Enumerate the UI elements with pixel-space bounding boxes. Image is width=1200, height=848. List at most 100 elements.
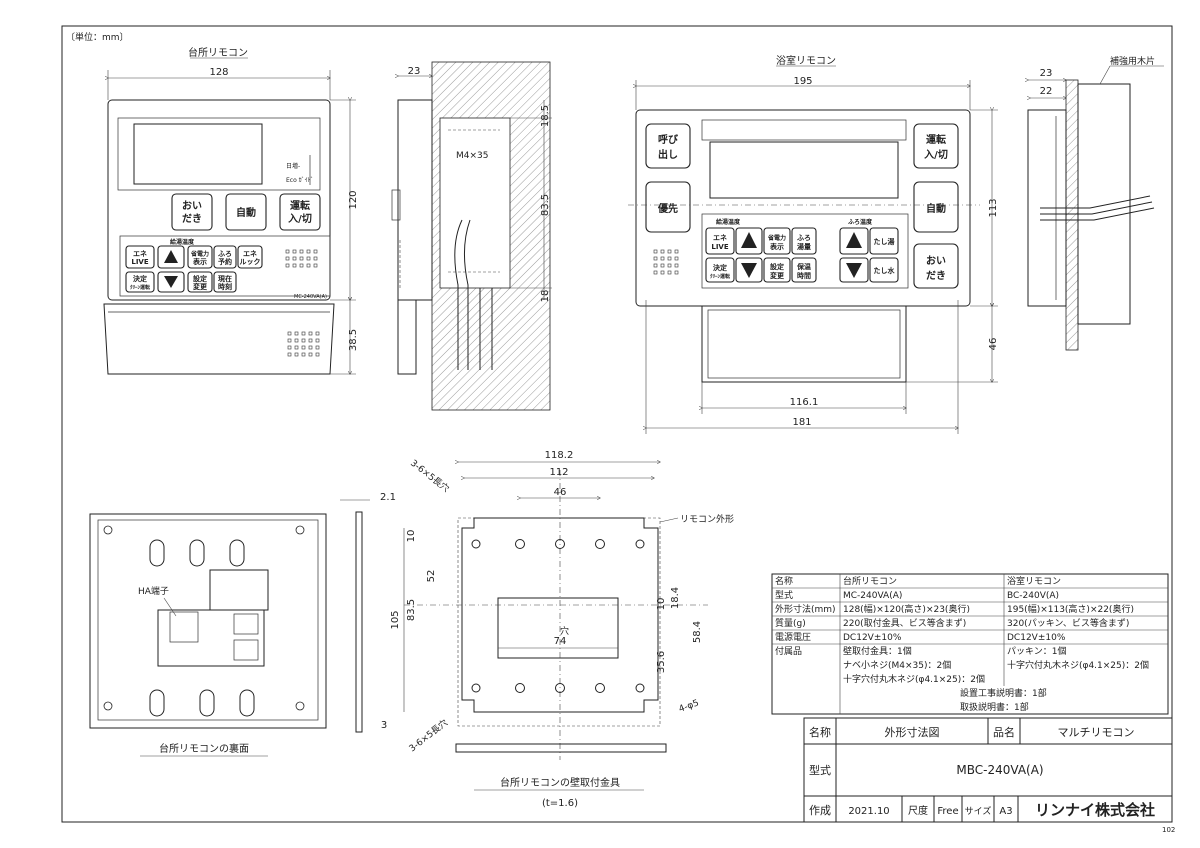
bracket-slot-bottom [515, 683, 525, 693]
bath-kettei-button[interactable] [705, 257, 735, 283]
spec-cell: 電源電圧 [775, 632, 811, 643]
bracket-round-hole [635, 683, 645, 693]
grille-hole [287, 338, 292, 343]
grille-hole [285, 263, 290, 268]
svg-text:たし湯: たし湯 [874, 237, 895, 246]
bracket-round-hole [471, 539, 481, 549]
back-hole [295, 701, 305, 711]
bath-tashimizu-button[interactable] [869, 257, 899, 283]
bracket-round-hole [635, 539, 645, 549]
spec-cell: 型式 [775, 589, 793, 601]
svg-text:呼び: 呼び [658, 133, 678, 146]
grille-hole [660, 263, 665, 268]
bath-yuusen-button[interactable] [645, 181, 691, 233]
spec-cell: 壁取付金具：1個 [843, 645, 912, 657]
svg-text:MBC-240VA(A): MBC-240VA(A) [956, 763, 1043, 777]
grille-hole [287, 352, 292, 357]
grille-hole [306, 256, 311, 261]
spec-cell: 取扱説明書：1部 [960, 701, 1029, 713]
spec-cell: 十字穴付丸木ネジ(φ4.1×25)：2個 [843, 673, 985, 685]
svg-text:決定: 決定 [133, 274, 147, 283]
svg-text:だき: だき [926, 270, 946, 282]
svg-text:3: 3 [381, 720, 387, 731]
kitchen-unten-button[interactable] [279, 193, 321, 231]
grille-hole [313, 249, 318, 254]
svg-text:3-6×5長穴: 3-6×5長穴 [406, 717, 450, 755]
bath-oidaki-button[interactable] [913, 243, 959, 289]
bracket-slot-top [595, 539, 605, 549]
wall-bracket-view: 2.1 3 穴 118.2 112 46 74 105 83.5 10 52 1… [340, 450, 734, 809]
grille-hole [660, 249, 665, 254]
grille-hole [313, 256, 318, 261]
svg-text:品名: 品名 [993, 725, 1015, 739]
svg-text:表示: 表示 [192, 257, 207, 266]
grille-hole [667, 249, 672, 254]
svg-text:自動: 自動 [236, 206, 256, 219]
svg-text:ふろ温度: ふろ温度 [848, 218, 873, 226]
grille-hole [299, 263, 304, 268]
svg-text:22: 22 [1040, 86, 1053, 97]
svg-text:46: 46 [988, 338, 999, 351]
svg-text:省電力: 省電力 [767, 234, 786, 242]
mounting-slot [189, 539, 205, 567]
svg-text:表示: 表示 [769, 242, 784, 251]
bath-furo-yuryo-button[interactable] [791, 227, 817, 255]
grille-hole [315, 345, 320, 350]
svg-text:ルック: ルック [240, 257, 261, 266]
svg-text:18.5: 18.5 [540, 105, 551, 127]
kitchen-genzai-button[interactable] [213, 271, 237, 293]
bath-unten-button[interactable] [913, 123, 959, 169]
svg-text:設定: 設定 [193, 274, 207, 283]
bath-settei-button[interactable] [763, 257, 791, 283]
kitchen-jidou-button[interactable] [225, 193, 267, 231]
kitchen-title: 台所リモコン [188, 46, 248, 59]
svg-text:120: 120 [348, 190, 359, 209]
kitchen-ene-look-button[interactable] [237, 245, 263, 269]
bath-yobidashi-button[interactable] [645, 123, 691, 169]
bath-hoon-button[interactable] [791, 257, 817, 283]
svg-text:ｸﾘｰﾝ運転: ｸﾘｰﾝ運転 [130, 284, 150, 291]
kitchen-kettei-button[interactable] [125, 271, 155, 293]
spec-cell: 195(幅)×113(高さ)×22(奥行) [1007, 603, 1134, 615]
grille-hole [667, 263, 672, 268]
bath-ene-live-button[interactable] [705, 227, 735, 255]
svg-text:18.4: 18.4 [670, 587, 681, 609]
svg-text:時刻: 時刻 [218, 282, 232, 291]
bath-jidou-button[interactable] [913, 181, 959, 233]
grille-hole [667, 270, 672, 275]
spec-cell: 浴室リモコン [1007, 575, 1061, 587]
mounting-slot [239, 689, 255, 717]
svg-text:52: 52 [426, 570, 437, 583]
svg-text:時間: 時間 [797, 271, 811, 280]
kitchen-kanden-button[interactable] [187, 245, 213, 269]
kitchen-settei-button[interactable] [187, 271, 213, 293]
svg-text:102: 102 [1162, 826, 1175, 834]
bath-side-section: 23 22 補強用木片 [1028, 55, 1164, 351]
kitchen-ene-live-button[interactable] [125, 245, 155, 269]
bath-tashiyu-button[interactable] [869, 227, 899, 255]
svg-text:サイズ: サイズ [965, 805, 992, 817]
grille-hole [294, 331, 299, 336]
bracket-slot-top [515, 539, 525, 549]
kitchen-side-section: 23 M4×35 18.5 83.5 18 [391, 61, 552, 411]
spec-cell: 十字穴付丸木ネジ(φ4.1×25)：2個 [1007, 659, 1149, 671]
svg-text:Free: Free [937, 806, 958, 817]
kitchen-oidaki-button[interactable] [171, 193, 213, 231]
svg-text:118.2: 118.2 [545, 450, 574, 461]
svg-text:日増-: 日増- [286, 162, 300, 170]
spec-cell: DC12V±10% [843, 633, 902, 643]
grille-hole [287, 331, 292, 336]
svg-text:入/切: 入/切 [924, 149, 948, 161]
bracket-slot-bottom [595, 683, 605, 693]
svg-text:ｸﾘｰﾝ運転: ｸﾘｰﾝ運転 [710, 273, 730, 280]
svg-text:自動: 自動 [926, 202, 946, 215]
kitchen-dim-width: 128 [209, 67, 228, 78]
kitchen-furo-yoyaku-button[interactable] [213, 245, 237, 269]
bath-kanden-button[interactable] [763, 227, 791, 255]
svg-text:変更: 変更 [770, 271, 785, 280]
svg-text:補強用木片: 補強用木片 [1110, 55, 1155, 67]
spec-cell: MC-240VA(A) [843, 591, 902, 601]
bracket-slot-bottom [555, 683, 565, 693]
